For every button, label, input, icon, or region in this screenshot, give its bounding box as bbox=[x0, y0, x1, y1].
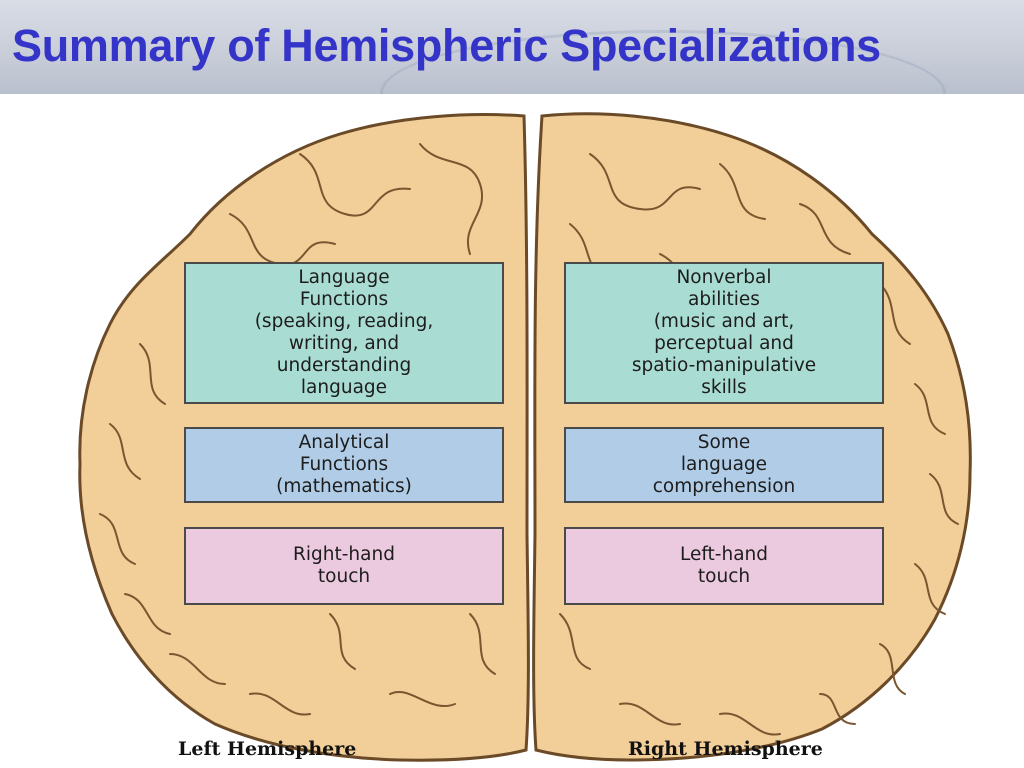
right-language-comprehension-box: Some language comprehension bbox=[564, 427, 884, 503]
left-analytical-functions-box: Analytical Functions (mathematics) bbox=[184, 427, 504, 503]
title-bar bbox=[0, 0, 1024, 94]
slide-title: Summary of Hemispheric Specializations bbox=[12, 20, 881, 71]
left-hemisphere-label: Left Hemisphere bbox=[178, 738, 357, 760]
right-left-hand-touch-box: Left-hand touch bbox=[564, 527, 884, 605]
left-language-functions-box: Language Functions (speaking, reading, w… bbox=[184, 262, 504, 404]
right-nonverbal-abilities-box: Nonverbal abilities (music and art, perc… bbox=[564, 262, 884, 404]
left-right-hand-touch-box: Right-hand touch bbox=[184, 527, 504, 605]
slide-body: Language Functions (speaking, reading, w… bbox=[0, 94, 1024, 768]
right-hemisphere-label: Right Hemisphere bbox=[628, 738, 823, 760]
